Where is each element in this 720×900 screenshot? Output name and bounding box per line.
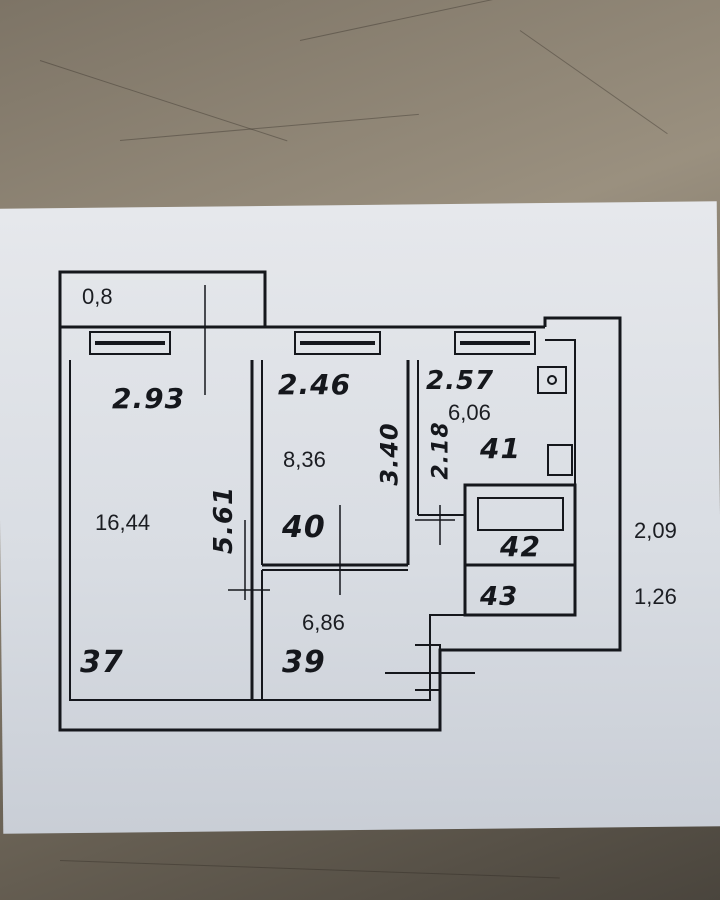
kitchen-41-number: 41 [480,432,521,465]
stove-burner [547,375,557,385]
bath-42-number: 42 [500,530,541,563]
window-1 [89,331,171,355]
window-3 [454,331,536,355]
bath-42-area: 2,09 [634,518,677,543]
hall-39-number: 39 [282,645,326,680]
room-40-width-mark: 2.46 [278,368,352,401]
room-37-width-mark: 2.93 [112,382,186,415]
stove-icon [537,366,567,394]
dimension-lines [204,285,455,600]
sink-icon [547,444,573,476]
room-40-number: 40 [282,510,326,545]
wc-43-area: 1,26 [634,584,677,609]
hall-39-area: 6,86 [302,610,345,635]
room-37-area: 16,44 [95,510,151,535]
room-40-length-mark: 3.40 [375,422,404,486]
kitchen-41-area: 6,06 [448,400,491,425]
kitchen-41-length-mark: 2.18 [428,421,454,480]
inner-wall-line [69,339,576,701]
walls [58,270,622,732]
kitchen-41-width-mark: 2.57 [426,366,495,396]
room-37-number: 37 [80,645,124,680]
room-37-length-mark: 5.61 [209,485,240,555]
bath-wc-block [463,483,577,617]
wc-43-number: 43 [480,582,519,612]
entrance-steps [415,644,441,691]
balcony-area: 0,8 [82,284,113,309]
window-2 [294,331,381,355]
bathtub [477,497,564,531]
outer-wall [58,316,622,732]
room-40-area: 8,36 [283,447,326,472]
